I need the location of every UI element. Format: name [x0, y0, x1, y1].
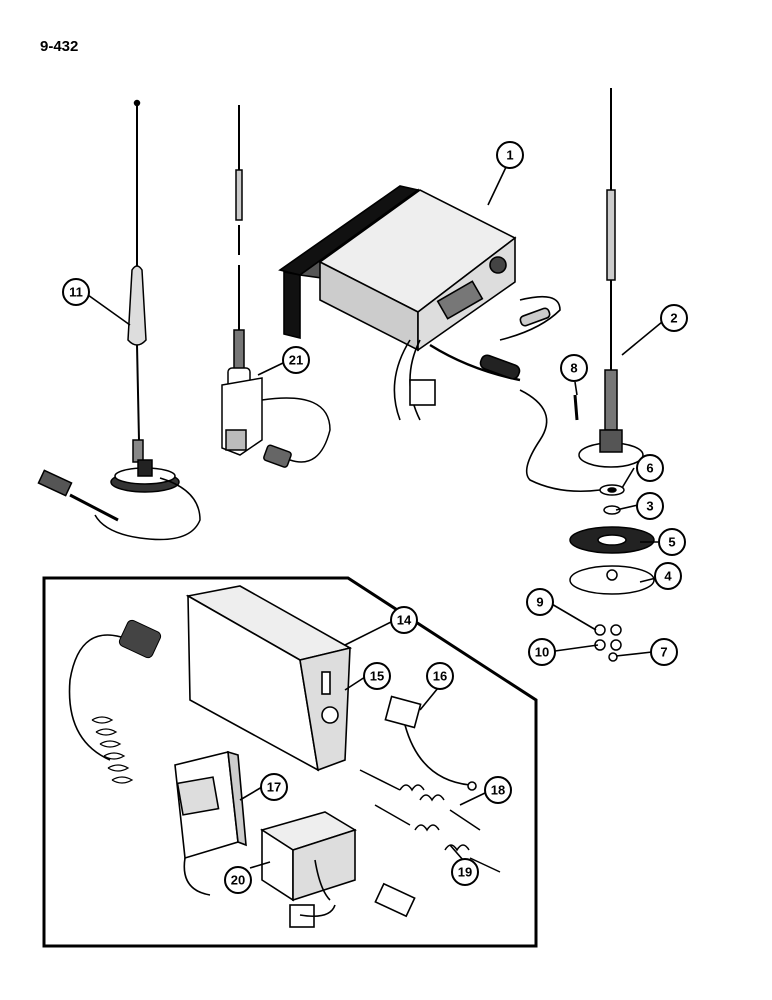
coax-cable	[519, 389, 601, 493]
callout-10: 10	[528, 638, 556, 666]
power-connector	[384, 695, 477, 791]
magnetic-mount-antenna	[37, 99, 201, 541]
svg-text:10: 10	[535, 645, 549, 660]
radio-unit	[278, 185, 561, 421]
callout-7: 7	[650, 638, 678, 666]
callout-19: 19	[451, 858, 479, 886]
callout-2: 2	[660, 304, 688, 332]
roof-mount-antenna	[578, 88, 644, 468]
callout-1: 1	[496, 141, 524, 169]
kit-transceiver	[185, 585, 353, 772]
callout-18: 18	[484, 776, 512, 804]
svg-text:17: 17	[267, 780, 281, 795]
mounting-hardware	[569, 394, 655, 662]
inline-fuses	[359, 769, 501, 873]
svg-text:1: 1	[506, 148, 513, 163]
svg-text:9: 9	[536, 595, 543, 610]
callout-8: 8	[560, 354, 588, 382]
svg-text:6: 6	[646, 461, 653, 476]
svg-text:21: 21	[289, 353, 303, 368]
callout-21: 21	[282, 346, 310, 374]
svg-text:20: 20	[231, 873, 245, 888]
cord-coils	[91, 716, 134, 784]
callout-5: 5	[658, 528, 686, 556]
callout-3: 3	[636, 492, 664, 520]
svg-text:16: 16	[433, 669, 447, 684]
svg-text:3: 3	[646, 499, 653, 514]
callout-11: 11	[62, 278, 90, 306]
callout-20: 20	[224, 866, 252, 894]
junction-box	[260, 811, 416, 928]
svg-text:19: 19	[458, 865, 472, 880]
callout-17: 17	[260, 773, 288, 801]
svg-text:14: 14	[397, 613, 412, 628]
microphone	[174, 750, 247, 896]
callout-14: 14	[390, 606, 418, 634]
svg-text:18: 18	[491, 783, 505, 798]
svg-text:8: 8	[570, 361, 577, 376]
leader-lines	[87, 164, 663, 869]
svg-text:11: 11	[69, 285, 83, 300]
page-number: 9-432	[40, 38, 79, 55]
callout-15: 15	[363, 662, 391, 690]
svg-text:15: 15	[370, 669, 384, 684]
svg-text:4: 4	[664, 569, 672, 584]
mirror-mount-antenna	[221, 105, 331, 468]
callout-4: 4	[654, 562, 682, 590]
svg-text:7: 7	[660, 645, 667, 660]
svg-text:2: 2	[670, 311, 677, 326]
mic-connector	[118, 619, 162, 659]
coiled-microphone-cord	[68, 634, 131, 761]
svg-text:5: 5	[668, 535, 675, 550]
callout-6: 6	[636, 454, 664, 482]
callout-16: 16	[426, 662, 454, 690]
kit-inset-frame	[42, 576, 538, 948]
callout-9: 9	[526, 588, 554, 616]
